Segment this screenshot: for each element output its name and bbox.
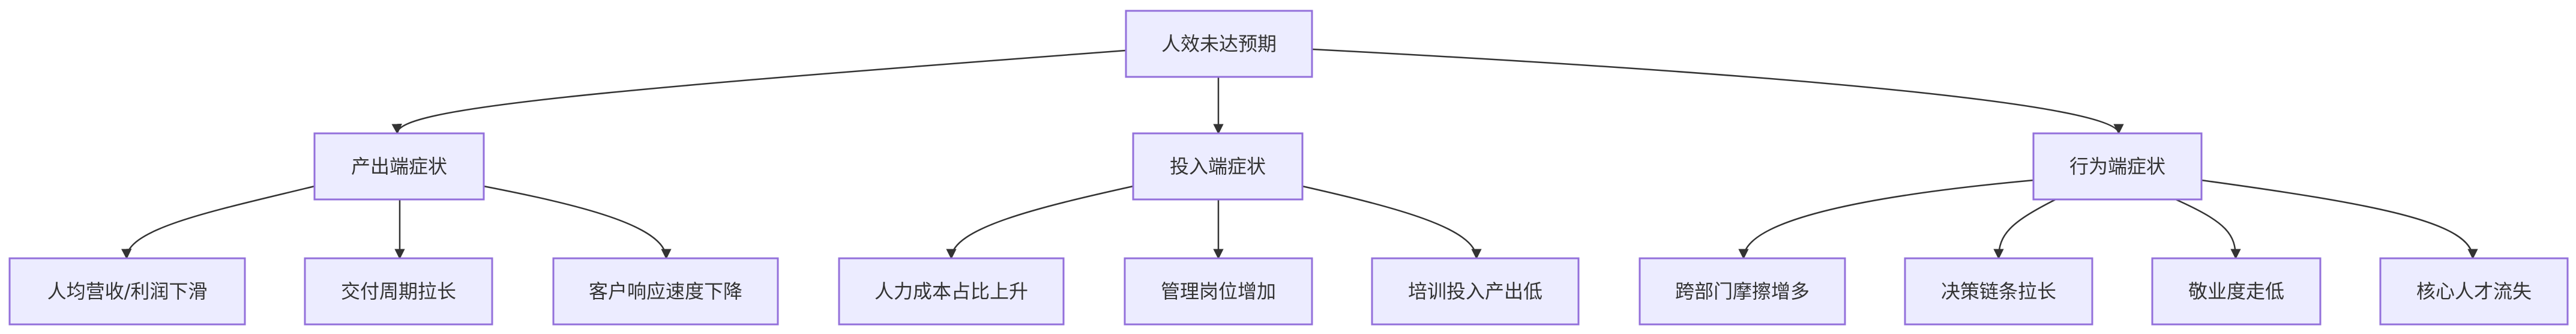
edge-output-to-output-3 xyxy=(483,185,672,260)
category-node-behavior: 行为端症状 xyxy=(2032,132,2203,201)
root-node-label: 人效未达预期 xyxy=(1161,32,1277,55)
leaf-node-input-1-label: 人力成本占比上升 xyxy=(874,280,1028,303)
category-node-behavior-label: 行为端症状 xyxy=(2069,155,2165,178)
leaf-node-behavior-4-label: 核心人才流失 xyxy=(2416,280,2532,303)
leaf-node-output-2-label: 交付周期拉长 xyxy=(341,280,456,303)
leaf-node-behavior-2-label: 决策链条拉长 xyxy=(1941,280,2056,303)
edge-output-to-output-1 xyxy=(121,185,315,260)
edge-input-to-input-3 xyxy=(1302,185,1482,260)
leaf-node-input-3: 培训投入产出低 xyxy=(1371,257,1580,326)
edge-behavior-to-behavior-4 xyxy=(2201,179,2478,260)
edge-root-to-behavior xyxy=(1311,48,2124,135)
leaf-node-input-1: 人力成本占比上升 xyxy=(838,257,1065,326)
edges-layer xyxy=(121,48,2478,260)
edge-behavior-to-behavior-2 xyxy=(1993,198,2056,260)
leaf-node-output-3: 客户响应速度下降 xyxy=(552,257,779,326)
leaf-node-behavior-1-label: 跨部门摩擦增多 xyxy=(1675,280,1810,303)
category-node-input-label: 投入端症状 xyxy=(1170,155,1266,178)
leaf-node-input-2: 管理岗位增加 xyxy=(1124,257,1313,326)
leaf-node-behavior-3-label: 敬业度走低 xyxy=(2188,280,2284,303)
edge-input-to-input-1 xyxy=(946,185,1134,260)
nodes-layer: 人效未达预期 产出端症状 投入端症状 行为端症状 人均营收/利润下滑 交付周期拉… xyxy=(8,10,2569,326)
leaf-node-output-2: 交付周期拉长 xyxy=(304,257,493,326)
leaf-node-behavior-3: 敬业度走低 xyxy=(2151,257,2322,326)
leaf-node-output-1-label: 人均营收/利润下滑 xyxy=(47,280,208,303)
root-node: 人效未达预期 xyxy=(1125,10,1313,78)
leaf-node-output-3-label: 客户响应速度下降 xyxy=(589,280,742,303)
category-node-output: 产出端症状 xyxy=(313,132,485,201)
edge-behavior-to-behavior-3 xyxy=(2175,198,2241,260)
leaf-node-behavior-1: 跨部门摩擦增多 xyxy=(1639,257,1846,326)
edge-behavior-to-behavior-1 xyxy=(1738,179,2034,260)
leaf-node-behavior-2: 决策链条拉长 xyxy=(1904,257,2093,326)
leaf-node-behavior-4: 核心人才流失 xyxy=(2379,257,2569,326)
category-node-output-label: 产出端症状 xyxy=(351,155,447,178)
leaf-node-output-1: 人均营收/利润下滑 xyxy=(8,257,246,326)
leaf-node-input-3-label: 培训投入产出低 xyxy=(1408,280,1542,303)
category-node-input: 投入端症状 xyxy=(1132,132,1304,201)
edge-root-to-output xyxy=(391,49,1127,135)
leaf-node-input-2-label: 管理岗位增加 xyxy=(1161,280,1276,303)
